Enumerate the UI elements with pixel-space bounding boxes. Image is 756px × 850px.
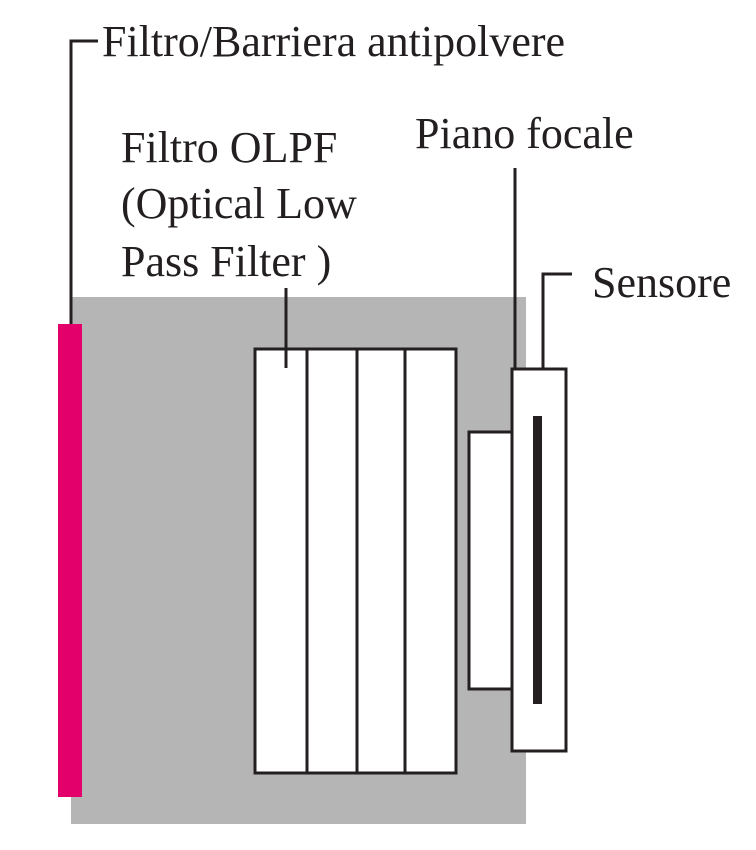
dust-filter-leader [69,39,98,324]
olpf-label-line3: Pass Filter ) [121,237,331,286]
sensor-chip [533,416,542,704]
sensor-label: Sensore [592,258,731,307]
sensor-leader [541,272,572,369]
dust-filter-label: Filtro/Barriera antipolvere [102,17,565,66]
dust-filter-bar [58,324,82,797]
olpf-stack [253,347,458,775]
focal-plane-glass [467,430,514,691]
olpf-label-line2: (Optical Low [121,179,357,228]
olpf-label-line1: Filtro OLPF [121,123,337,172]
focal-plane-label: Piano focale [415,109,634,158]
